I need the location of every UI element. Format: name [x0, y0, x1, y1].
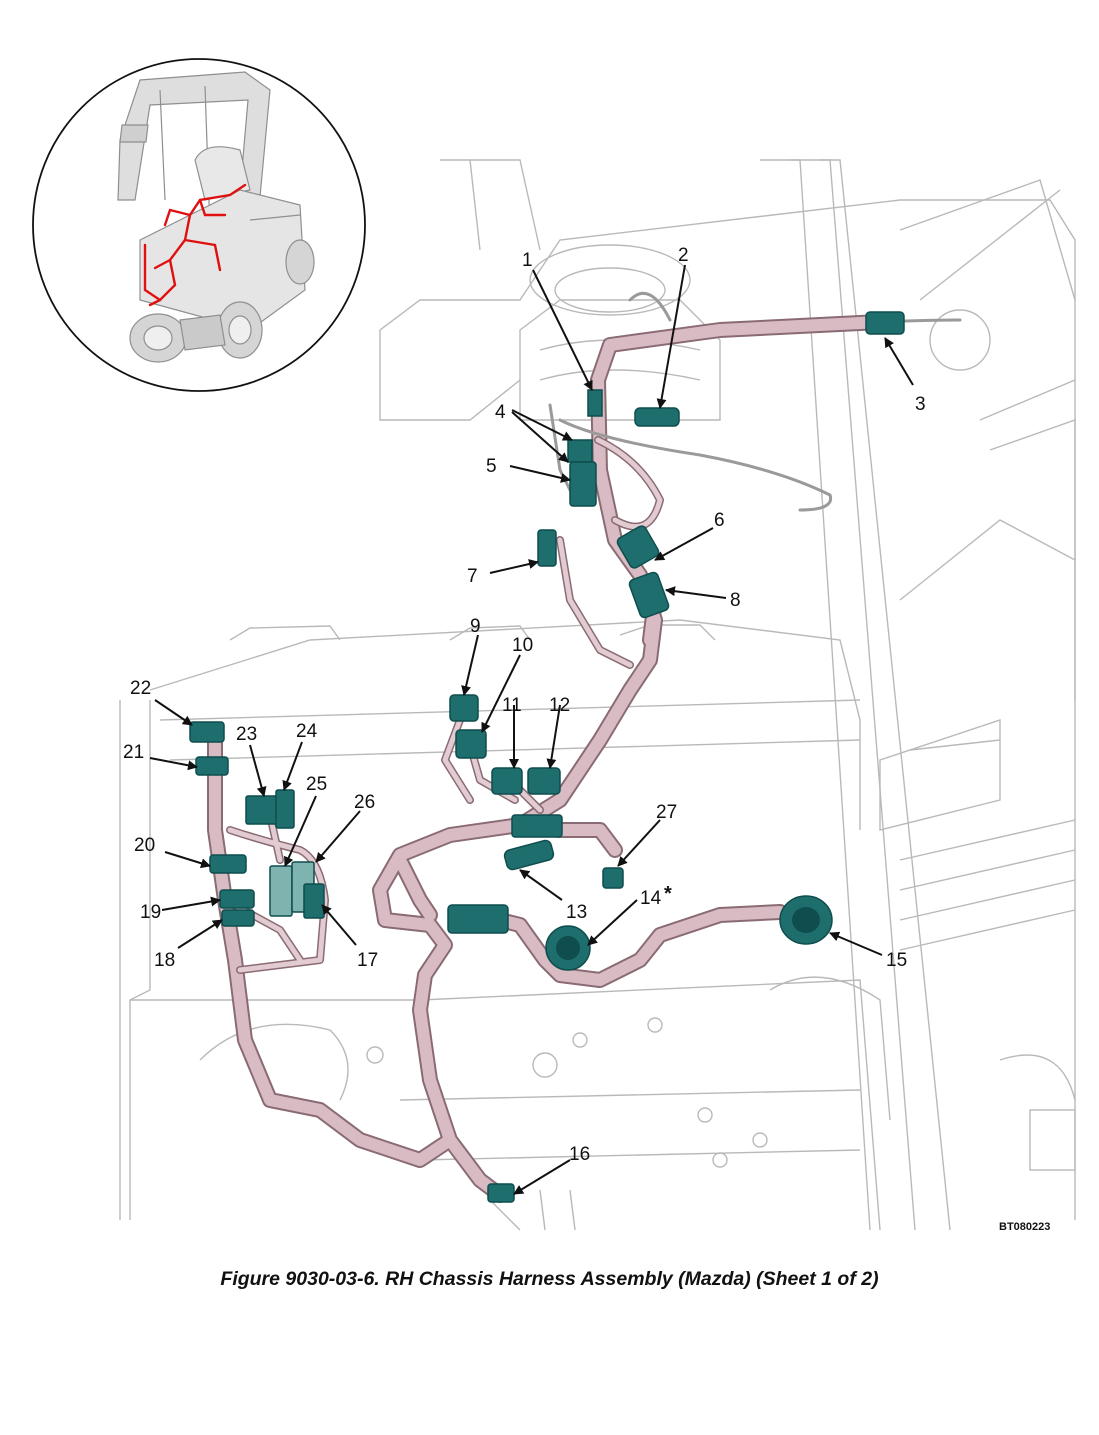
- callout-21: 21: [123, 742, 144, 763]
- connector-20: [209, 854, 247, 874]
- connector-6: [616, 525, 660, 569]
- connector-5: [569, 461, 597, 507]
- callout-12: 12: [549, 695, 570, 716]
- connector-11: [491, 767, 523, 795]
- callout-leaders: [149, 264, 914, 1195]
- callout-6: 6: [714, 510, 725, 531]
- drawing-number: BT080223: [999, 1221, 1051, 1233]
- connector-7: [537, 529, 557, 567]
- callout-3: 3: [915, 394, 926, 415]
- callout-16: 16: [569, 1144, 590, 1165]
- callout-14: 14: [640, 888, 662, 909]
- connector-3: [865, 311, 905, 335]
- callout-13: 13: [566, 902, 587, 923]
- connectors: [189, 311, 905, 1203]
- connector-2: [634, 407, 680, 427]
- callout-17: 17: [357, 950, 378, 971]
- connector-21: [195, 756, 229, 776]
- harness-diagram: 1 2 3 4 5 6 7 8 9 10 11 12 13 14 * 15 16…: [32, 58, 1076, 1231]
- connector-junction: [511, 814, 563, 838]
- callout-23: 23: [236, 724, 257, 745]
- callout-4: 4: [495, 402, 506, 423]
- connector-8: [628, 571, 670, 619]
- callout-22: 22: [130, 678, 151, 699]
- figure-caption: Figure 9030-03-6. RH Chassis Harness Ass…: [220, 1268, 879, 1290]
- callout-26: 26: [354, 792, 375, 813]
- callout-18: 18: [154, 950, 175, 971]
- callout-19: 19: [140, 902, 161, 923]
- connector-27: [602, 867, 624, 889]
- connector-18: [221, 909, 255, 927]
- callout-5: 5: [486, 456, 497, 477]
- connector-9: [449, 694, 479, 722]
- connector-19: [219, 889, 255, 909]
- connector-12: [527, 767, 561, 795]
- connector-22: [189, 721, 225, 743]
- chassis-line-art: [119, 159, 1076, 1231]
- connector-13: [503, 839, 555, 871]
- callout-2: 2: [678, 245, 689, 266]
- connector-1: [587, 389, 603, 417]
- callout-8: 8: [730, 590, 741, 611]
- connector-16: [487, 1183, 515, 1203]
- callout-15: 15: [886, 950, 907, 971]
- connector-25: [269, 865, 293, 917]
- connector-24: [275, 789, 295, 829]
- forklift-overview-icon: [32, 58, 366, 392]
- callout-20: 20: [134, 835, 155, 856]
- callout-25: 25: [306, 774, 327, 795]
- connector-10: [455, 729, 487, 759]
- connector-4: [567, 439, 593, 463]
- connector-17: [303, 883, 325, 919]
- callout-9: 9: [470, 616, 481, 637]
- callout-27: 27: [656, 802, 677, 823]
- callout-11: 11: [502, 695, 522, 716]
- connector-junction-main: [447, 904, 509, 934]
- callout-labels: 1 2 3 4 5 6 7 8 9 10 11 12 13 14 * 15 16…: [123, 245, 926, 1165]
- callout-24: 24: [296, 721, 318, 742]
- callout-14-mark: *: [664, 883, 672, 905]
- wire-harness: [207, 291, 962, 1203]
- callout-10: 10: [512, 635, 533, 656]
- callout-1: 1: [522, 250, 533, 271]
- callout-7: 7: [467, 566, 478, 587]
